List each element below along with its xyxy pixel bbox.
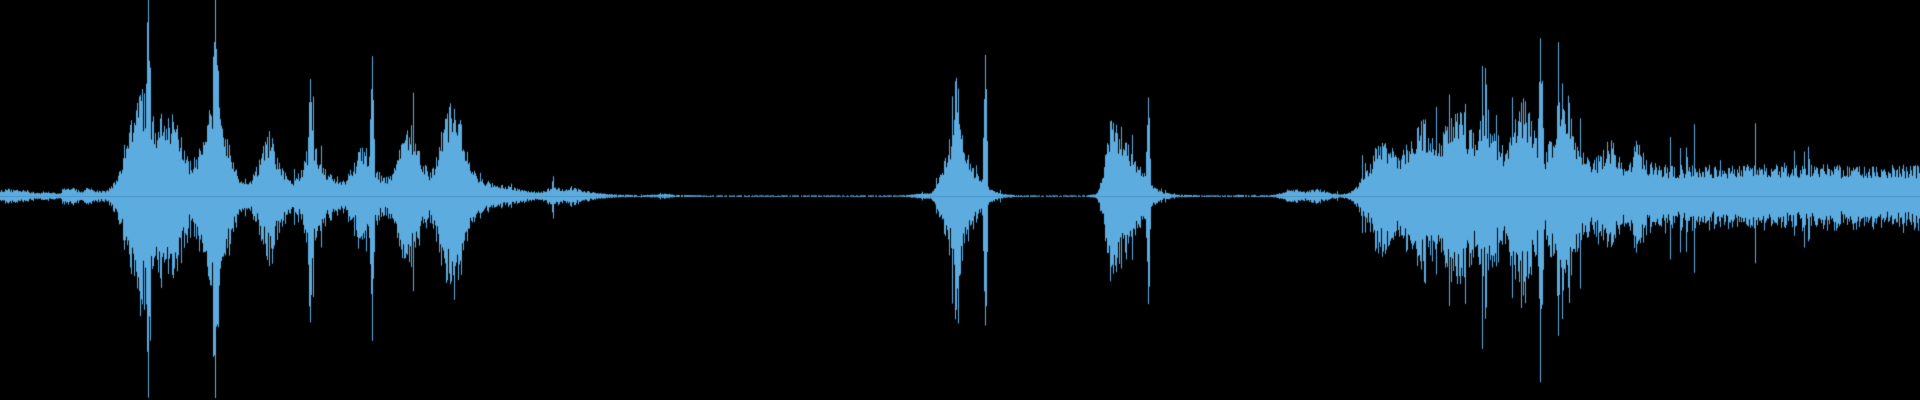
waveform-viewer[interactable]: Audio waveform display: light blue peak-… [0,0,1920,400]
waveform-canvas[interactable] [0,0,1920,400]
